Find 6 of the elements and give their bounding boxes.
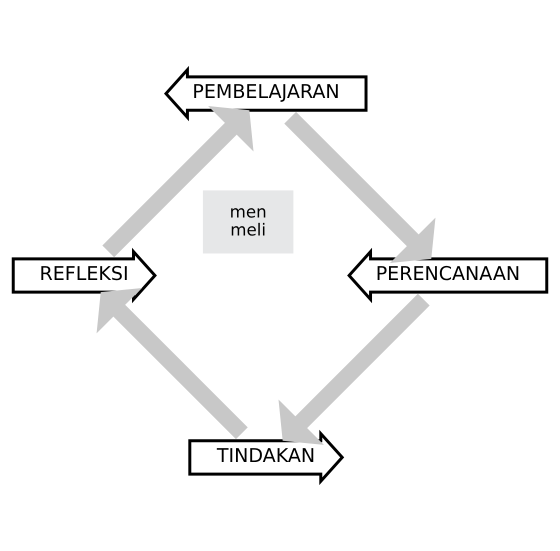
label: meli — [230, 220, 266, 240]
arrow — [284, 112, 436, 263]
arrow — [278, 294, 430, 445]
label: men — [230, 202, 267, 222]
arrow — [96, 288, 248, 440]
arrow — [102, 106, 254, 258]
